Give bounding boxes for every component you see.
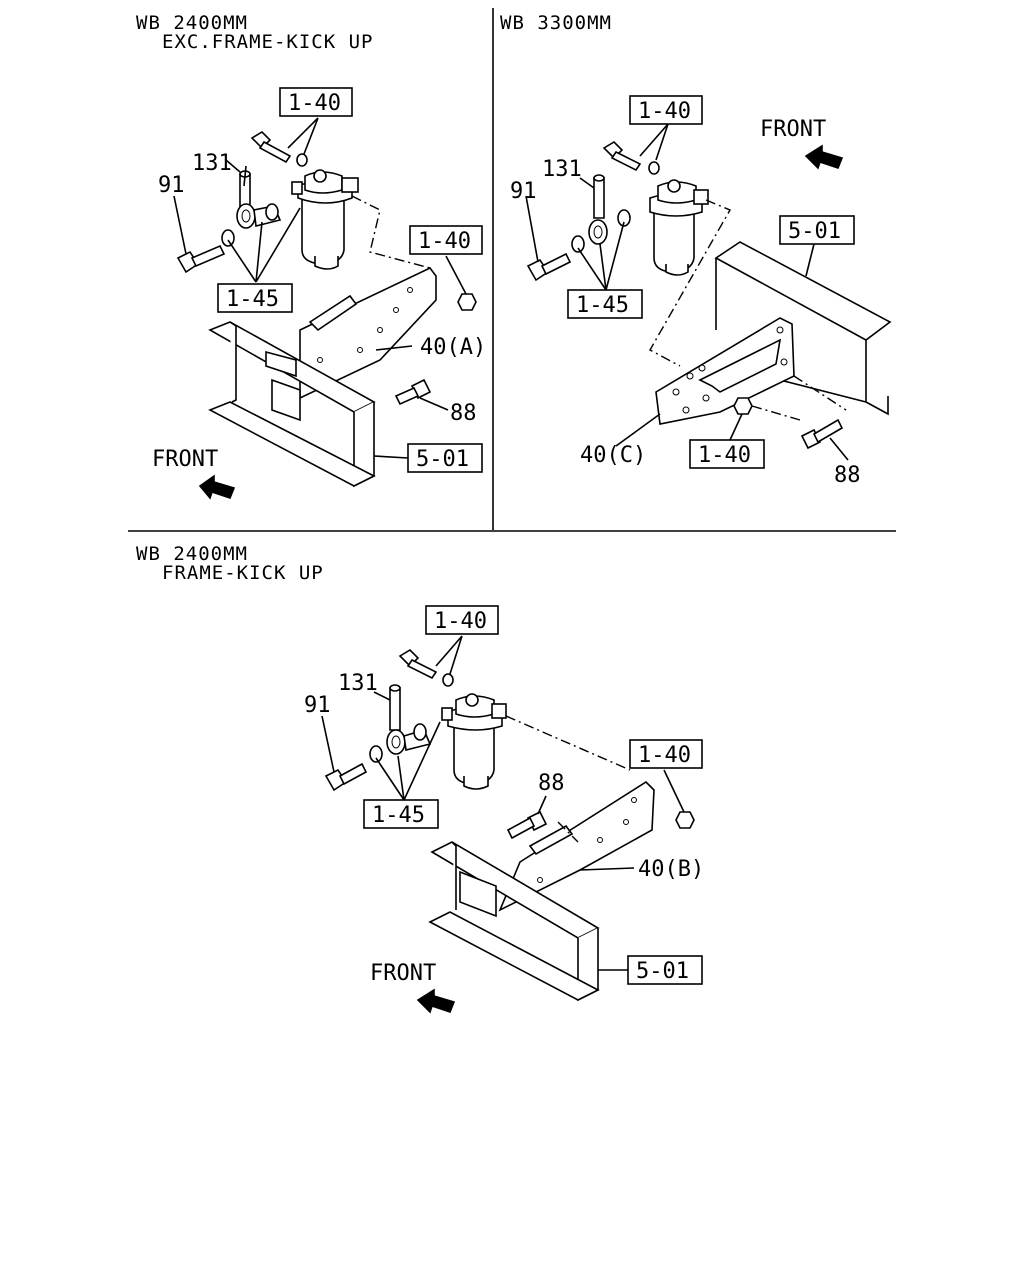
washer: [265, 203, 279, 221]
ref-box: [567, 289, 643, 319]
part-number-88: 88: [834, 463, 861, 488]
fuel-filter: [291, 169, 359, 270]
part-number-91: 91: [158, 173, 185, 198]
ref-label-1-45: 1-45: [372, 803, 425, 828]
washer: [571, 235, 585, 253]
ref-label-1-40: 1-40: [418, 229, 471, 254]
nut: [675, 811, 695, 829]
washer: [369, 745, 383, 763]
frame-rail: [208, 321, 376, 488]
eye-bolt-pipe-131: [386, 684, 432, 755]
ref-box: [407, 443, 483, 473]
washer: [617, 209, 631, 227]
part-number-91: 91: [304, 693, 331, 718]
washer: [221, 229, 235, 247]
frame-rail: [428, 841, 600, 1002]
front-label: FRONT: [760, 117, 826, 142]
frame-rail: [714, 241, 892, 416]
panel-heading-line2: FRAME-KICK UP: [162, 562, 324, 584]
part-number-40: 40(B): [638, 857, 704, 882]
panel-heading-line1: WB 2400MM: [136, 12, 248, 34]
panel-bottom: WB 2400MM FRAME-KICK UP: [136, 543, 704, 1014]
ref-label-5-01: 5-01: [788, 219, 841, 244]
panel-heading-line1: WB 2400MM: [136, 543, 248, 565]
ref-label-1-40: 1-40: [638, 99, 691, 124]
panel-top-right: WB 3300MM FRONT: [500, 12, 892, 488]
ref-label-5-01: 5-01: [636, 959, 689, 984]
bracket-40b: [498, 780, 655, 912]
bolt-1-40: [602, 140, 660, 175]
ref-label-1-40: 1-40: [288, 91, 341, 116]
ref-label-1-45: 1-45: [226, 287, 279, 312]
bolt-91: [526, 252, 572, 282]
ref-label-1-40: 1-40: [434, 609, 487, 634]
ref-box: [425, 605, 499, 635]
part-number-131: 131: [192, 151, 232, 176]
ref-box: [217, 283, 293, 313]
ref-label-5-01: 5-01: [416, 447, 469, 472]
ref-box: [409, 225, 483, 255]
panel-heading-line1: WB 3300MM: [500, 12, 612, 34]
ref-box: [629, 95, 703, 125]
washer: [413, 723, 427, 741]
bolt-1-40: [250, 130, 308, 167]
panel-heading-line2: EXC.FRAME-KICK UP: [162, 31, 373, 53]
ref-box: [779, 215, 855, 245]
ref-label-1-40: 1-40: [698, 443, 751, 468]
ref-box: [627, 955, 703, 985]
bolt-91: [324, 762, 368, 792]
ref-box: [629, 739, 703, 769]
part-number-40: 40(A): [420, 335, 486, 360]
bolt-88: [394, 378, 432, 406]
bracket-40c: [655, 317, 795, 425]
part-number-131: 131: [338, 671, 378, 696]
front-arrow-icon: [804, 144, 844, 170]
bolt-91: [176, 244, 226, 274]
bracket-40a: [299, 266, 437, 400]
part-number-131: 131: [542, 157, 582, 182]
ref-box: [363, 799, 439, 829]
fuel-filter: [441, 693, 507, 790]
fuel-filter: [649, 179, 709, 276]
bolt-1-40: [398, 648, 454, 687]
part-number-88: 88: [538, 771, 565, 796]
panel-top-left: WB 2400MM EXC.FRAME-KICK UP: [136, 12, 486, 500]
part-number-40: 40(C): [580, 443, 646, 468]
ref-box: [279, 87, 353, 117]
front-label: FRONT: [152, 447, 218, 472]
nut: [733, 397, 753, 415]
nut: [457, 293, 477, 311]
front-label: FRONT: [370, 961, 436, 986]
eye-bolt-pipe-131: [588, 174, 608, 245]
front-arrow-icon: [416, 988, 456, 1014]
ref-label-1-40: 1-40: [638, 743, 691, 768]
front-arrow-icon: [198, 474, 236, 500]
part-number-91: 91: [510, 179, 537, 204]
part-number-88: 88: [450, 401, 477, 426]
ref-box: [689, 439, 765, 469]
bolt-88: [800, 418, 844, 450]
ref-label-1-45: 1-45: [576, 293, 629, 318]
bolt-88: [506, 810, 548, 840]
